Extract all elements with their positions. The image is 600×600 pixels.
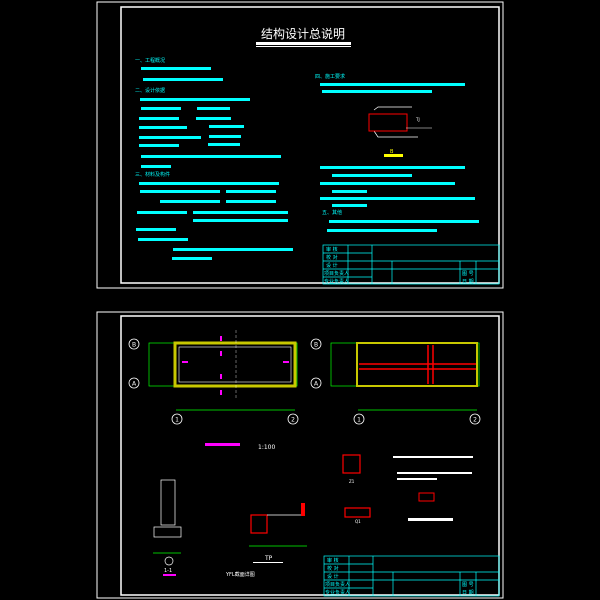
beam-detail: TJ B [368,106,432,157]
column-details: Z1 Q1 [342,454,473,524]
right-notes: 四、施工要求 五、其他 [315,73,479,232]
tb-row-label: 专业负责人 [325,589,350,596]
tb-row-label: 审 核 [327,557,339,564]
tb-row-label: 校 对 [326,254,338,261]
plan-title-underline [205,443,240,446]
axis-a: A [314,381,319,388]
tb-row-label: 专业负责人 [324,278,349,285]
title-underline [256,42,351,45]
tb-sheet-label: 图 号 [462,271,474,277]
structure-plan-right: B A 1 2 [310,338,481,425]
axis-2: 2 [291,417,295,424]
section-heading: 五、其他 [322,209,342,216]
tb-date-label: 日 期 [462,590,474,596]
axis-2: 2 [473,417,477,424]
tb-row-label: 设 计 [327,573,339,580]
axis-b: B [314,342,318,349]
tp-label: TP [264,555,273,562]
detail-z1-label: Z1 [349,479,355,484]
yfl-note: YFL截面详图 [225,571,255,578]
tp-detail: TP YFL截面详图 [225,503,307,578]
tb-row-label: 设 计 [326,262,338,269]
tb-date-label: 日 期 [462,279,474,285]
beam-label: TJ [415,117,420,122]
tb-row-label: 项目负责人 [325,581,350,588]
sheet-1-outer-border [96,1,504,289]
axis-1: 1 [175,417,179,424]
section-heading: 三、材料及构件 [135,171,170,178]
sheet-2: B A 1 2 B A 1 2 1:100 1-1 [96,244,504,599]
left-notes: 一、工程概况 二、设计依据 三、材料及构件 [135,57,293,260]
tb-row-label: 项目负责人 [324,270,349,277]
sheet-1-title: 结构设计总说明 [261,26,345,41]
sheet-2-inner-frame [120,315,500,596]
section-label: 1-1 [164,568,172,574]
title-block-labels-sheet-1: 审 核 校 对 设 计 项目负责人 专业负责人 图 号 日 期 [324,246,474,285]
title-block-sheet-1 [322,244,500,285]
tb-row-label: 审 核 [326,246,338,253]
axis-a: A [132,381,137,388]
axis-1: 1 [357,417,361,424]
section-heading: 一、工程概况 [135,57,165,64]
sheet-1: 结构设计总说明 一、工程概况 二、设计依据 三、材料及构件 四、施工要求 [96,1,504,289]
title-underline-thin [256,46,351,47]
section-1-1: 1-1 [153,479,182,576]
foundation-plan-left: B A 1 2 [128,330,299,425]
title-block-sheet-2 [323,555,500,597]
sheet-1-inner-frame [120,6,500,284]
detail-underline [384,154,403,157]
axis-b: B [132,342,136,349]
title-block-labels-sheet-2: 审 核 校 对 设 计 项目负责人 专业负责人 图 号 日 期 [325,557,474,596]
detail-q1-label: Q1 [355,519,361,524]
section-heading: 四、施工要求 [315,73,345,80]
detail-label: B [390,149,394,155]
sheet-2-outer-border [96,311,504,599]
tb-row-label: 校 对 [327,565,339,572]
plan-scale: 1:100 [258,444,275,451]
tb-sheet-label: 图 号 [462,582,474,588]
section-heading: 二、设计依据 [135,87,165,94]
